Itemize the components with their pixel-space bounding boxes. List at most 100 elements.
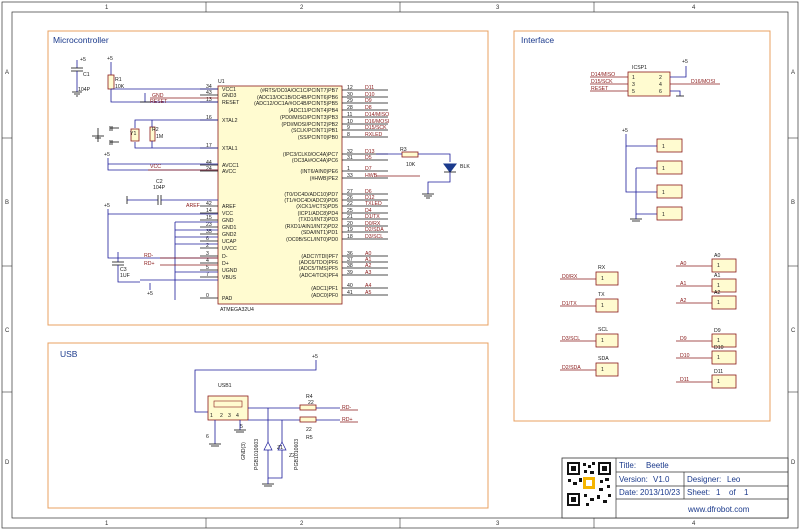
mcu-body [217,85,343,305]
power-header-2 [656,160,683,175]
mcu-pin-number: 10 [347,119,353,125]
grid-row-d-left: D [5,460,10,466]
mcu-pin-name: XTAL1 [222,146,238,152]
mcu-pin-name: VCC [222,211,233,217]
mcu-net-label: D2/SDA [365,227,384,233]
mcu-pin-name: (TXD1/INT3)PD3 [299,217,339,223]
mcu-pin-number: 3 [206,251,209,257]
power-header-3 [656,184,683,199]
rdm-net-usb: RD- [342,405,351,411]
version-label: Version: [619,475,648,484]
grid-row-a-left: A [5,70,9,76]
header-label: TX [598,292,605,298]
header-pin: 1 [601,338,604,344]
header-net: D3/SCL [562,336,580,342]
mcu-pin-name: (T0/OC4D/ADC10)PD7 [284,192,338,198]
r4-resistor [299,404,317,411]
plus5-usb: +5 [312,354,318,360]
r1-ref: R1 [115,77,122,83]
icsp-pin-3: 3 [632,82,635,88]
aref-net: AREF [186,203,200,209]
header-a0 [711,258,737,273]
mcu-net-label: D1/TX [365,214,380,220]
r2-ref: R2 [152,127,159,133]
mcu-pin-number: 31 [347,155,353,161]
r3-ref: R3 [400,147,407,153]
mcu-pin-number: 28 [347,105,353,111]
header-label: D10 [714,345,724,351]
qr-code [566,461,612,507]
usb-diff-pair-mcu: RD- RD+ [144,253,218,267]
mcu-net-label: D16/MOSI [365,119,389,125]
header-d9 [711,333,737,348]
power-header-4-pin: 1 [662,212,665,218]
mcu-net-label: D9 [365,98,372,104]
rdp-net-mcu: RD+ [144,261,155,267]
microcontroller-section [47,30,489,326]
mcu-pin-number: 34 [206,84,212,90]
mcu-pin-number: 20 [347,221,353,227]
c3-value: 1UF [120,273,130,279]
interface-section [513,30,771,422]
usb-section-title: USB [60,349,78,359]
microcontroller-section-title: Microcontroller [53,35,109,45]
mcu-pin-name: VBUS [222,275,237,281]
date-label: Date: [619,488,638,497]
header-label: SCL [598,327,608,333]
mcu-pin-number: 16 [206,115,212,121]
icsp-pin-6: 6 [659,89,662,95]
r1-resistor: +5 R1 10K [107,56,218,103]
header-label: A2 [714,290,720,296]
mcu-pin-name: (XCK1/#CTS)PD5 [296,204,338,210]
sheet-of: of [729,488,736,497]
usb-gnd-label: GND(3) [241,442,247,460]
mcu-pin-number: 42 [206,201,212,207]
mcu-pin-number: 15 [206,215,212,221]
sheet-total: 1 [744,488,749,497]
mcu-pin-name: AVCC1 [222,163,239,169]
mcu-pin-number: 40 [347,283,353,289]
header-label: D9 [714,328,721,334]
mcu-pin-name: (ADC0)PF0 [311,293,338,299]
c3-ref: C3 [120,267,127,273]
mcu-net-label: D14/MISO [365,112,389,118]
mcu-net-label: D7 [365,166,372,172]
header-net: D11 [680,377,689,383]
mcu-pin-number: 38 [347,263,353,269]
mcu-pin-number: 17 [206,143,212,149]
z2-part: PGB1010603 [294,439,300,470]
mcu-pin-number: 22 [347,201,353,207]
mcu-net-label: A4 [365,283,371,289]
power-header-2-pin: 1 [662,166,665,172]
mcu-net-label: D10 [365,92,375,98]
mcu-pin-name: (ADC11/PCINT4)PB4 [289,108,339,114]
header-d10 [711,350,737,365]
mcu-pin-number: 4 [206,258,209,264]
mcu-pin-number: 29 [347,98,353,104]
mcu-pin-number: 11 [347,112,352,118]
mcu-net-label: A5 [365,290,371,296]
mcu-pin-number: 2 [206,243,209,249]
mcu-pin-number: 14 [206,208,212,214]
r4-value: 22 [308,400,314,406]
power-header-1 [656,138,683,153]
mcu-pin-number: 24 [206,166,212,172]
mcu-pin-name: D+ [222,261,229,267]
mcu-pin-number: 32 [347,149,353,155]
mcu-pin-number: 26 [347,195,353,201]
mcu-pin-number: 18 [347,234,353,240]
grid-labels: 1 2 3 4 1 2 3 4 A B C D A B C D [5,5,796,527]
mcu-pin-number: 37 [347,257,353,263]
header-pin: 1 [601,303,604,309]
mcu-ref: U1 [218,79,225,85]
vcc-net: VCC [150,164,161,170]
header-label: RX [598,265,606,271]
mcu-left-pins: VCC134GND343RESET13XTAL216XTAL117AVCC144… [200,84,240,302]
mcu-pin-number: 19 [347,227,353,233]
c1-ref: C1 [83,72,90,78]
mcu-pin-name: (PDI/MOSI/PCINT2)PB2 [282,122,339,128]
date-value: 2013/10/23 [640,488,681,497]
header-label: SDA [598,356,609,362]
header-pin: 1 [717,379,720,385]
